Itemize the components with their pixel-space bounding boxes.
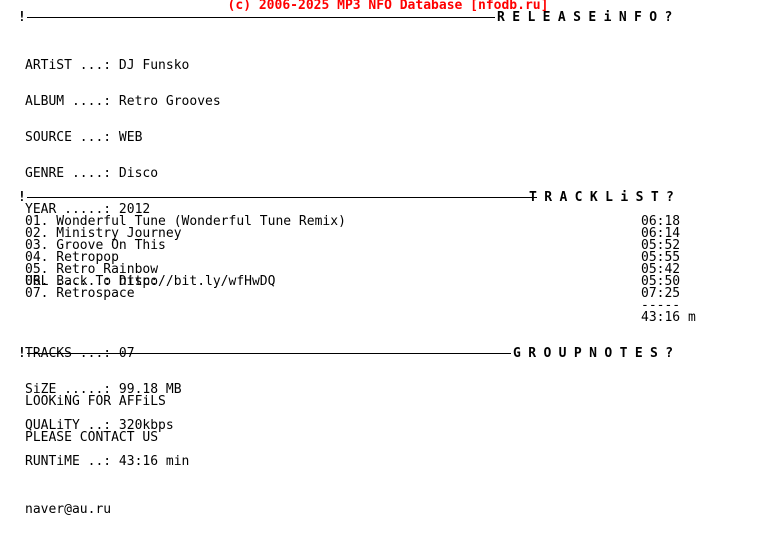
track-name: 05. Retro Rainbow — [25, 262, 159, 277]
info-row-artist: ARTiST ...: DJ Funsko — [25, 58, 190, 73]
track-row: 03. Groove On This 05:52 — [25, 238, 705, 253]
nfo-page: (c) 2006-2025 MP3 NFO Database [nfodb.ru… — [18, 0, 705, 516]
track-row: 07. Retrospace 07:25 — [25, 286, 705, 301]
runtime-value: 43:16 min — [118, 454, 190, 469]
separator-rule — [27, 197, 537, 198]
track-name: 03. Groove On This — [25, 238, 166, 253]
track-row: 01. Wonderful Tune (Wonderful Tune Remix… — [25, 214, 705, 229]
genre-value: Disco — [118, 166, 159, 181]
tracklist-title: TRACKLiST? — [529, 190, 682, 205]
track-name: 07. Retrospace — [25, 286, 135, 301]
track-name: 06. Back To Disco — [25, 274, 159, 289]
groupnotes-separator: ! GROUPNOTES? — [18, 346, 698, 361]
info-row-runtime: RUNTiME ..: 43:16 min — [25, 454, 190, 469]
credit-line: (c) 2006-2025 MP3 NFO Database [nfodb.ru… — [227, 0, 549, 13]
track-name: 02. Ministry Journey — [25, 226, 182, 241]
source-value: WEB — [118, 130, 143, 145]
track-time: 05:50 — [641, 274, 681, 289]
tracklist: 01. Wonderful Tune (Wonderful Tune Remix… — [25, 214, 705, 301]
note-line: LOOKiNG FOR AFFiLS — [25, 394, 166, 409]
total-runtime: 43:16 m — [641, 310, 696, 325]
note-line: PLEASE CONTACT US — [25, 430, 159, 445]
track-row: 02. Ministry Journey 06:14 — [25, 226, 705, 241]
info-row-quality: QUALiTY ..: 320kbps — [25, 418, 174, 433]
info-row-album: ALBUM ....: Retro Grooves — [25, 94, 221, 109]
info-row-size: SiZE .....: 99.18 MB — [25, 382, 182, 397]
track-row: 06. Back To Disco 05:50 — [25, 274, 705, 289]
contact-email: naver@au.ru — [25, 502, 112, 517]
album-value: Retro Grooves — [118, 94, 221, 109]
artist-value: DJ Funsko — [118, 58, 190, 73]
size-value: 99.18 MB — [118, 382, 182, 397]
track-time: 05:42 — [641, 262, 681, 277]
info-row-year: YEAR .....: 2012 — [25, 202, 151, 217]
separator-rule — [27, 353, 511, 354]
release-info-title: RELEASEiNFO? — [497, 10, 680, 25]
release-info-block: ARTiST ...: DJ Funsko ALBUM ....: Retro … — [25, 36, 275, 492]
separator-mark: ! — [18, 190, 26, 205]
track-time: 06:18 — [641, 214, 681, 229]
info-row-genre: GENRE ....: Disco — [25, 166, 159, 181]
separator-rule — [27, 17, 495, 18]
separator-mark: ! — [18, 346, 26, 361]
year-value: 2012 — [118, 202, 151, 217]
info-row-source: SOURCE ...: WEB — [25, 130, 143, 145]
track-time: 06:14 — [641, 226, 681, 241]
groupnotes-title: GROUPNOTES? — [513, 346, 681, 361]
track-time: 07:25 — [641, 286, 681, 301]
total-divider: ----- — [641, 298, 681, 313]
track-row: 05. Retro Rainbow 05:42 — [25, 262, 705, 277]
separator-mark: ! — [18, 10, 26, 25]
track-name: 04. Retropop — [25, 250, 119, 265]
tracklist-separator: ! TRACKLiST? — [18, 190, 698, 205]
quality-value: 320kbps — [118, 418, 174, 433]
track-row: 04. Retropop 05:55 — [25, 250, 705, 265]
track-name: 01. Wonderful Tune (Wonderful Tune Remix… — [25, 214, 346, 229]
track-time: 05:55 — [641, 250, 681, 265]
track-time: 05:52 — [641, 238, 681, 253]
groupnotes-block: LOOKiNG FOR AFFiLS PLEASE CONTACT US nav… — [25, 372, 166, 540]
info-row-url: URL ......: http://bit.ly/wfHwDQ — [25, 274, 276, 289]
url-value: http://bit.ly/wfHwDQ — [118, 274, 276, 289]
release-info-separator: ! RELEASEiNFO? — [18, 10, 698, 25]
